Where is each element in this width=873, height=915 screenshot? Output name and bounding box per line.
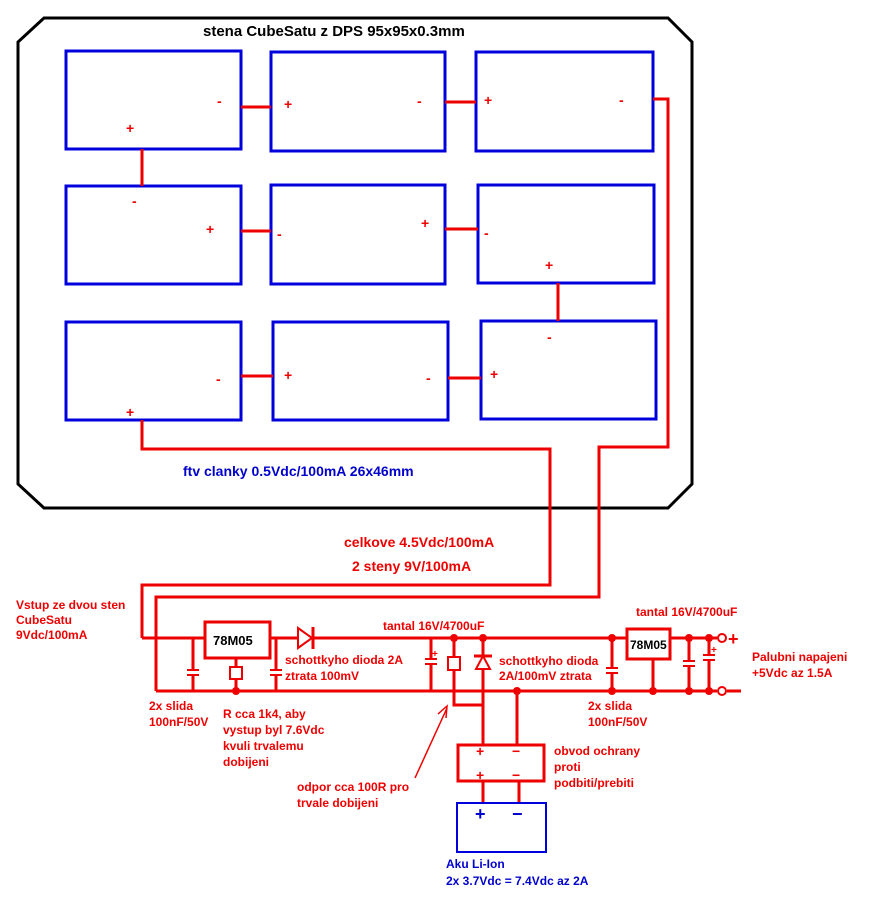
regulator-78m05-2 [625, 627, 672, 661]
slida-cap-1 [187, 638, 199, 691]
protect-plus-bottom: + [476, 767, 484, 783]
cubesat-wall-outline [16, 16, 694, 510]
output-label-2: +5Vdc az 1.5A [752, 666, 833, 680]
output-terminal-plus [717, 633, 727, 643]
resistor-100r [447, 656, 461, 671]
tantal2-label: tantal 16V/4700uF [636, 605, 737, 619]
r100-wire-low [452, 670, 483, 707]
panel-title: stena CubeSatu z DPS 95x95x0.3mm [203, 23, 465, 40]
solar-cell [269, 183, 447, 286]
resistor1-label-2: vystup byl 7.6Vdc [223, 723, 325, 737]
tantal-cap-1 [425, 638, 437, 691]
junction-dot [513, 687, 521, 695]
polarity-minus: - [547, 329, 552, 345]
cell-wiring [140, 97, 670, 691]
junction-dot [232, 687, 240, 695]
output-terminal-minus [717, 686, 727, 696]
solar-cell [474, 50, 655, 153]
resistor1-label-3: kvuli trvalemu [223, 739, 304, 753]
regulator-2-label: 78M05 [630, 638, 667, 652]
input-label-3: 9Vdc/100mA [16, 628, 88, 642]
solar-cell [64, 320, 243, 422]
slida-cap-3 [606, 638, 618, 691]
slida-cap-4 [683, 638, 695, 691]
schottky-diode-1 [297, 626, 314, 650]
protect-label-3: podbiti/prebiti [554, 776, 634, 790]
protect-label-1: obvod ochrany [554, 744, 640, 758]
protect-label-2: proti [554, 760, 581, 774]
solar-cell [64, 49, 243, 151]
regulator-1-label: 78M05 [213, 633, 253, 648]
solar-cell [271, 320, 450, 422]
polarity-minus: - [216, 371, 221, 387]
diode1-label-1: schottkyho dioda 2A [285, 653, 403, 667]
tantal-cap-2 [703, 638, 715, 691]
output-label-1: Palubni napajeni [752, 650, 847, 664]
polarity-minus: - [484, 225, 489, 241]
diode2-label-1: schottkyho dioda [499, 654, 599, 668]
polarity-minus: - [277, 226, 282, 242]
polarity-plus: + [490, 366, 498, 382]
two-walls-label: 2 steny 9V/100mA [352, 558, 471, 574]
total-voltage-label: celkove 4.5Vdc/100mA [344, 534, 494, 550]
polarity-minus: - [426, 370, 431, 386]
resistor-1k4 [229, 666, 243, 680]
polarity-plus: + [545, 257, 553, 273]
resistor1-label-4: dobijeni [223, 755, 269, 769]
polarity-plus: + [126, 404, 134, 420]
schottky-diode-2 [474, 653, 492, 670]
protection-circuit [456, 743, 546, 783]
polarity-plus: + [484, 92, 492, 108]
battery-minus: − [512, 804, 523, 824]
diode2-label-2: 2A/100mV ztrata [499, 669, 592, 683]
polarity-plus: + [284, 96, 292, 112]
tantal2-plus: + [711, 645, 717, 656]
slida2-label-2: 100nF/50V [588, 715, 647, 729]
resistor2-label-2: trvale dobijeni [297, 796, 378, 810]
polarity-minus: - [619, 92, 624, 108]
pointer-arrow [414, 707, 448, 779]
protect-minus-bottom: − [512, 767, 520, 783]
battery-plus: + [475, 804, 486, 824]
polarity-marks: - + + - + - - + - + - + - - + - + + [126, 92, 624, 420]
resistor2-label-1: odpor cca 100R pro [297, 780, 409, 794]
solar-cell [64, 184, 243, 286]
slida2-label-1: 2x slida [588, 699, 632, 713]
tantal1-plus: + [432, 649, 438, 660]
protect-minus-top: − [512, 743, 520, 759]
protect-plus-top: + [476, 743, 484, 759]
pointer-arrowhead [437, 704, 448, 719]
input-label-1: Vstup ze dvou sten [16, 598, 125, 612]
polarity-plus: + [126, 120, 134, 136]
input-label-2: CubeSatu [16, 613, 72, 627]
output-plus-sign: + [728, 629, 739, 649]
power-rails [142, 636, 717, 693]
tantal1-label: tantal 16V/4700uF [383, 619, 484, 633]
battery-label-2: 2x 3.7Vdc = 7.4Vdc az 2A [446, 874, 589, 888]
polarity-minus: - [132, 193, 137, 209]
cell-info-label: ftv clanky 0.5Vdc/100mA 26x46mm [183, 463, 414, 479]
diode1-label-2: ztrata 100mV [285, 669, 359, 683]
slida1-label-2: 100nF/50V [149, 715, 208, 729]
battery-li-ion [456, 802, 547, 853]
slida-cap-2 [270, 638, 282, 691]
polarity-plus: + [284, 367, 292, 383]
resistor1-label-1: R cca 1k4, aby [223, 707, 306, 721]
solar-cell [479, 319, 658, 421]
solar-cell [476, 183, 656, 285]
polarity-minus: - [217, 93, 222, 109]
polarity-minus: - [417, 93, 422, 109]
polarity-plus: + [206, 221, 214, 237]
slida1-label-1: 2x slida [149, 699, 193, 713]
junction-dot [649, 687, 657, 695]
battery-label-1: Aku Li-Ion [446, 857, 505, 871]
polarity-plus: + [421, 215, 429, 231]
